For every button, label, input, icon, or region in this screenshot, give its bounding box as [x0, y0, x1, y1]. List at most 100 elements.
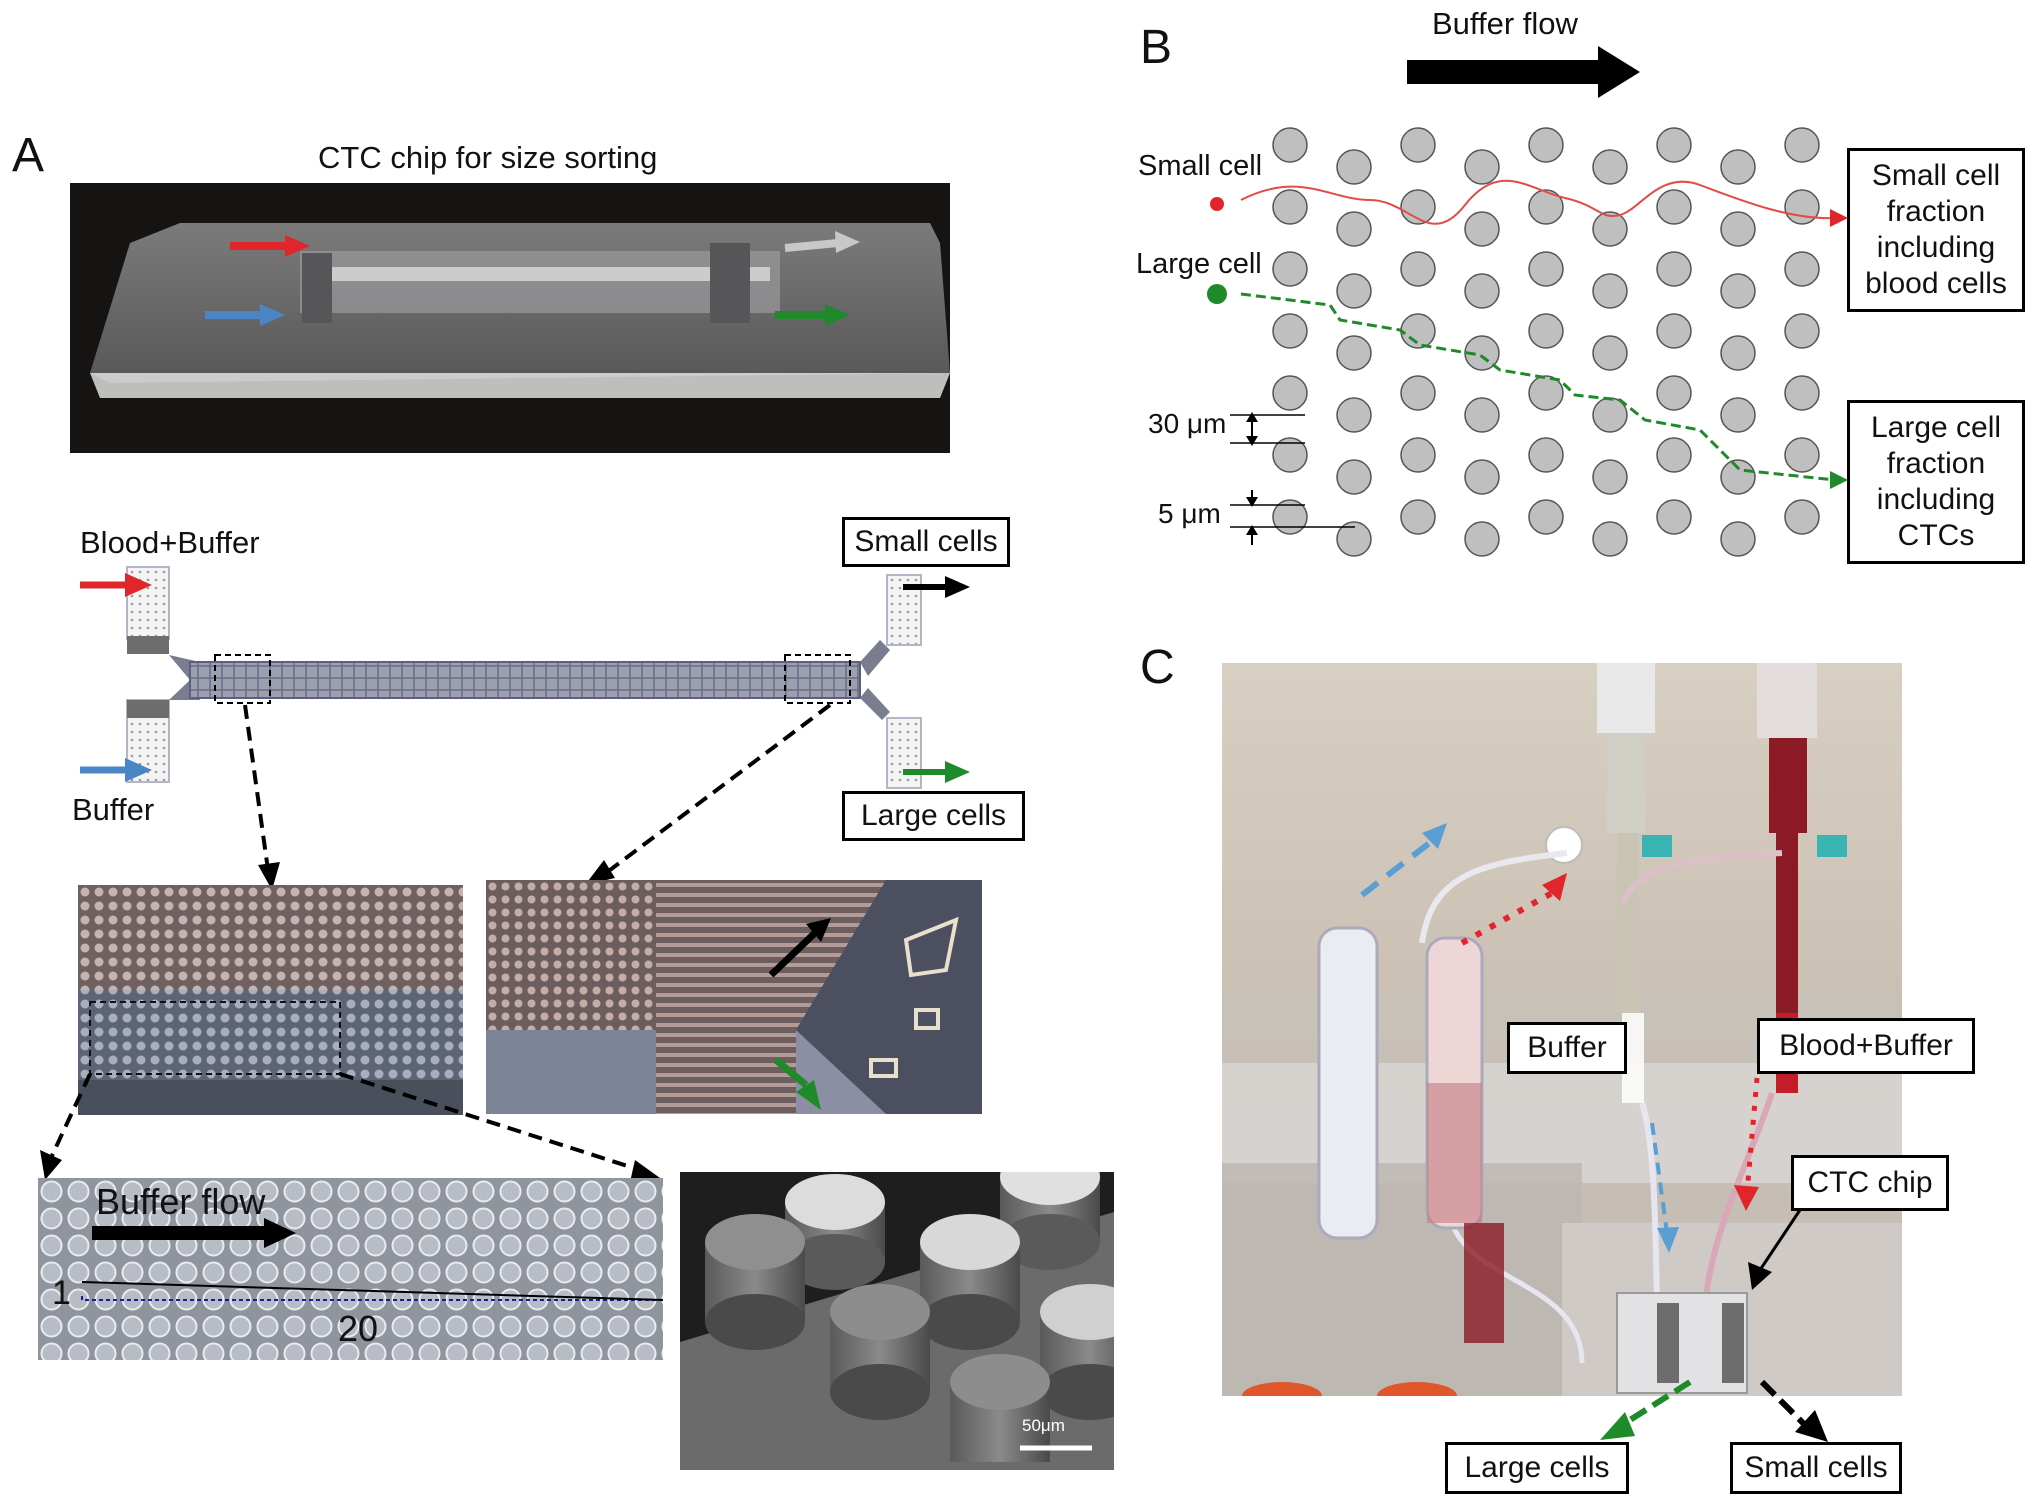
inlet-blood-buffer-label: Blood+Buffer — [80, 525, 260, 560]
zoom-arrow-icon — [258, 862, 280, 890]
large-fraction-line: Large cell — [1870, 411, 2002, 444]
pillar — [1592, 459, 1628, 495]
offset-label: 5 μm — [1158, 498, 1221, 529]
pillar — [1592, 211, 1628, 247]
pillar — [1528, 313, 1564, 349]
zoom-arrow-icon — [585, 860, 615, 885]
schematic-green-arrow-icon — [945, 761, 970, 783]
inlet-buffer-label: Buffer — [72, 792, 155, 827]
pillar — [1272, 251, 1308, 287]
pillar — [1336, 149, 1372, 185]
pillar — [1720, 335, 1756, 371]
pillar — [1528, 127, 1564, 163]
large-cell-dot — [1207, 284, 1227, 304]
zoom-arrow-icon — [630, 1160, 660, 1182]
pillar — [1528, 251, 1564, 287]
pillar — [1656, 437, 1692, 473]
sem-drawing — [680, 1172, 1114, 1470]
micrograph-outlet — [486, 880, 982, 1114]
buffer-flow-arrow-icon — [1598, 46, 1640, 98]
pillar — [1336, 273, 1372, 309]
sem-pillar — [1000, 1172, 1100, 1270]
micro-green-arrow-icon — [796, 1080, 821, 1110]
pillar — [1720, 273, 1756, 309]
pillar — [1592, 335, 1628, 371]
pillar — [1336, 335, 1372, 371]
zoom-flow-label: Buffer flow — [96, 1181, 266, 1222]
pillar — [1720, 459, 1756, 495]
buffer-tube — [1317, 926, 1379, 1240]
blood-buffer-label-box: Blood+Buffer — [1757, 1018, 1975, 1074]
small-cell-dot — [1210, 197, 1224, 211]
zoom-arrow-icon — [40, 1150, 62, 1180]
pillar — [1464, 335, 1500, 371]
pillar — [1656, 189, 1692, 225]
pillar — [1656, 313, 1692, 349]
pillar — [1592, 273, 1628, 309]
pillar — [1656, 375, 1692, 411]
scale-bar-label: 50μm — [1022, 1416, 1065, 1435]
large-path-arrow-icon — [1830, 471, 1848, 489]
pillar — [1336, 211, 1372, 247]
pillar — [1784, 499, 1820, 535]
small-cells-label-box: Small cells — [1730, 1442, 1902, 1494]
pillar — [1784, 375, 1820, 411]
large-cells-out-arrow-icon — [1600, 1412, 1635, 1440]
photo-red-arrow-icon — [1542, 873, 1567, 901]
outlet-large-cells-box: Large cells — [842, 791, 1025, 841]
pillar — [1400, 437, 1436, 473]
chip-photo-drawing — [90, 223, 950, 398]
small-cells-out-arrow-icon — [1795, 1410, 1828, 1442]
pillar-array — [1272, 127, 1820, 557]
pillar — [1400, 499, 1436, 535]
pillar — [1656, 127, 1692, 163]
sem-pillar — [785, 1174, 885, 1290]
red-arrow-icon — [285, 235, 310, 257]
flow-arrow-icon — [264, 1218, 296, 1248]
pillar — [1464, 459, 1500, 495]
pillar — [1656, 251, 1692, 287]
pillar — [1784, 313, 1820, 349]
photo-blue-arrow-icon — [1422, 823, 1447, 849]
buffer-flow-label: Buffer flow — [1432, 6, 1578, 41]
chip-channel — [310, 267, 770, 281]
pillar — [1528, 499, 1564, 535]
outlet-pad-bottom — [886, 717, 922, 789]
pillar — [1400, 189, 1436, 225]
pillar — [1784, 251, 1820, 287]
small-path-arrow-icon — [1830, 209, 1848, 227]
zoom-box-outlet — [784, 654, 851, 704]
large-fraction-line: including — [1876, 483, 1996, 516]
pillar — [1528, 189, 1564, 225]
large-fraction-line: fraction — [1886, 447, 1986, 480]
pillar — [1336, 397, 1372, 433]
panel-a-letter: A — [12, 129, 45, 182]
pillar — [1720, 149, 1756, 185]
ctc-chip-label-box: CTC chip — [1791, 1155, 1949, 1211]
pillar — [1464, 521, 1500, 557]
pillar — [1272, 127, 1308, 163]
large-cell-path — [1240, 292, 1836, 482]
chip-photo-title: CTC chip for size sorting — [318, 140, 658, 175]
ratio-rise-label: 1 — [52, 1274, 71, 1312]
sem-image: 50μm — [680, 1172, 1114, 1470]
pillar — [1592, 521, 1628, 557]
small-cell-fraction-box: Small cell fraction including blood cell… — [1847, 148, 2025, 312]
small-cell-label: Small cell — [1138, 150, 1263, 182]
micrograph-inlet — [78, 885, 463, 1115]
large-fraction-line: CTCs — [1897, 519, 1975, 552]
micrograph-pillar-array: Buffer flow 1 20 — [38, 1178, 663, 1360]
green-arrow-icon — [825, 304, 850, 326]
pillar — [1464, 211, 1500, 247]
ratio-run-label: 20 — [338, 1308, 379, 1349]
micro-black-arrow-icon — [806, 918, 831, 942]
sem-pillar — [1040, 1284, 1114, 1420]
photo-blue-arrow-icon — [1657, 1227, 1679, 1253]
pillar — [1400, 375, 1436, 411]
zoom-box-micro — [89, 1001, 341, 1075]
pillar — [1528, 437, 1564, 473]
zoom-box-inlet — [214, 654, 271, 704]
schematic-red-arrow-icon — [125, 573, 152, 597]
